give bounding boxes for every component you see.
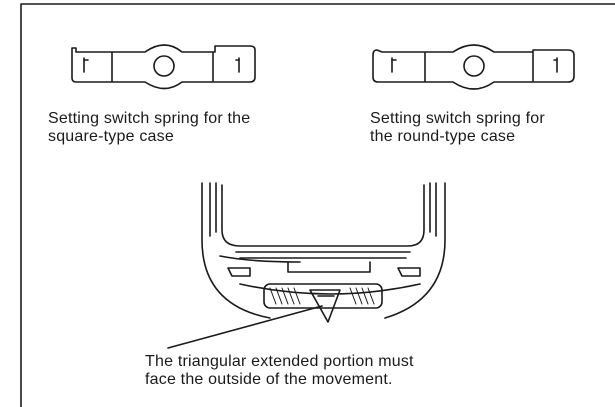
round-type-spring-drawing [372,44,575,90]
figure-border [20,3,615,407]
square-type-spring-drawing [71,44,256,90]
round-spring-caption: Setting switch spring for the round-type… [370,110,545,145]
installation-note-caption: The triangular extended portion must fac… [145,353,414,388]
watch-case-drawing [167,182,446,349]
square-spring-caption: Setting switch spring for the square-typ… [48,110,251,145]
